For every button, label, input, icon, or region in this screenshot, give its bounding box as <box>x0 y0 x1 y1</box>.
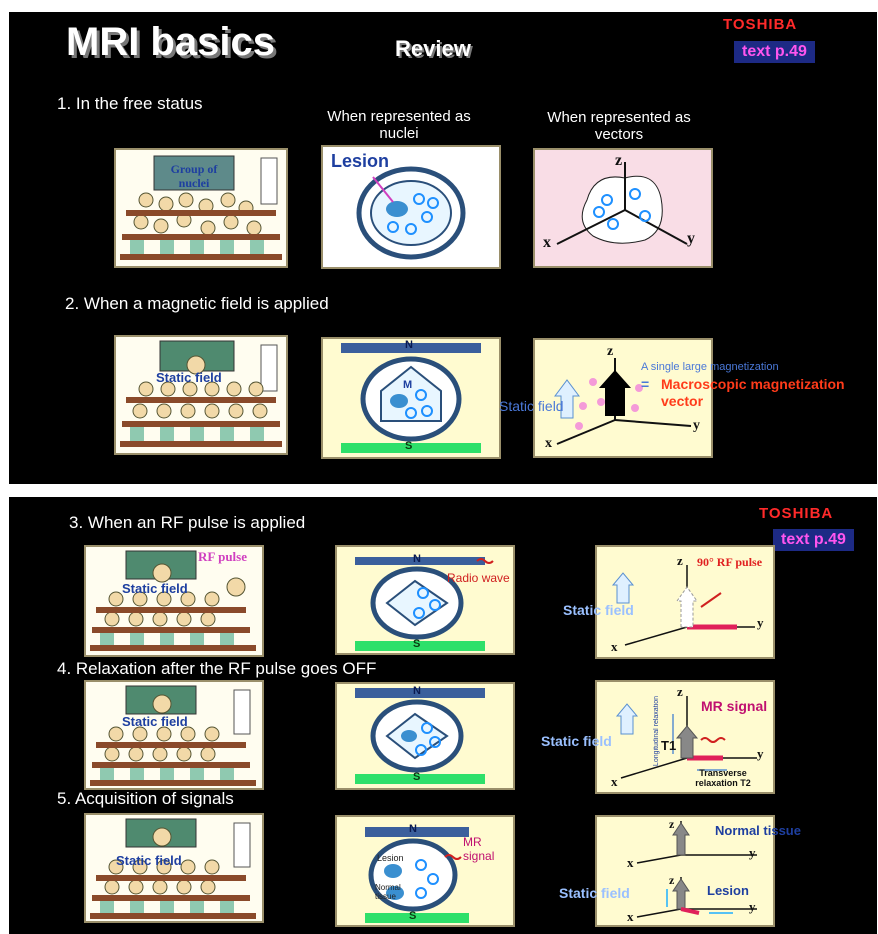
rf-pulse-label: RF pulse <box>198 549 247 564</box>
longitudinal-label: Longitudinal relaxation <box>653 696 660 767</box>
equals-sign: = <box>641 376 650 392</box>
step-2-heading: 2. When a magnetic field is applied <box>65 294 329 313</box>
vectors-free-panel: z x y <box>533 148 713 268</box>
slide-2: TOSHIBA text p.49 3. When an RF pulse is… <box>9 497 877 934</box>
mr-signal-label: MR signal <box>701 698 768 714</box>
x-axis-label: x <box>545 436 552 451</box>
text-reference: text p.49 <box>734 41 815 63</box>
group-of-nuclei-label: Group of nuclei <box>170 162 218 190</box>
nuclei-field-panel: N S M <box>321 337 501 459</box>
m-label: M <box>403 379 413 391</box>
brand-logo: TOSHIBA <box>723 16 798 33</box>
static-field-label: Static field <box>156 370 222 385</box>
x-axis-label: x <box>627 909 634 924</box>
lesion-label: Lesion <box>707 883 749 898</box>
z-axis-label: z <box>677 553 683 568</box>
step-5-heading: 5. Acquisition of signals <box>57 789 234 808</box>
pole-s-label: S <box>405 440 413 452</box>
vector-axes-relax <box>615 696 757 779</box>
transverse-label: Transverse relaxation T2 <box>695 768 751 788</box>
pole-n-label: N <box>405 339 413 351</box>
radio-wave-label: Radio wave <box>447 571 510 585</box>
vectors-field-panel: z x y <box>533 338 713 458</box>
classroom-field-illustration <box>120 340 282 447</box>
x-axis-label: x <box>611 774 618 789</box>
slide-1: MRI basics Review TOSHIBA text p.49 1. I… <box>9 12 877 484</box>
t1-label: T1 <box>661 738 677 753</box>
normal-tissue-label: Normal tissue <box>375 883 401 901</box>
z-axis-label: z <box>677 684 683 699</box>
classroom-field-panel: Static field <box>114 335 288 455</box>
nuclei-relax-panel: N S <box>335 682 515 790</box>
mr-signal-label: MR signal <box>463 835 495 863</box>
column-vectors-heading: When represented as vectors <box>547 109 691 143</box>
pole-n-label: N <box>413 553 421 565</box>
classroom-signal-illustration <box>90 818 256 919</box>
lesion-label: Lesion <box>331 151 390 171</box>
vectors-signal-panel: z x y z x y Lesion <box>595 815 775 927</box>
macroscopic-vector-label: Macroscopic magnetization vector <box>661 376 845 409</box>
nuclei-field-diagram <box>341 343 481 453</box>
classroom-illustration <box>120 155 282 260</box>
vector-axes-signal <box>636 821 757 918</box>
y-axis-label: y <box>693 418 700 433</box>
classroom-rf-illustration <box>90 550 256 651</box>
x-axis-label: x <box>611 639 618 654</box>
x-axis-label: x <box>543 234 551 251</box>
brand-logo: TOSHIBA <box>759 505 834 522</box>
vectors-relax-panel: z x y Longitudinal relaxation T1 MR sign… <box>595 680 775 794</box>
static-field-label: Static field <box>541 733 612 749</box>
y-axis-label: y <box>687 230 695 247</box>
vector-axes-free <box>556 162 688 245</box>
nuclei-rf-panel: N S Radio wave <box>335 545 515 655</box>
classroom-relax-illustration <box>90 685 256 786</box>
single-large-magnetization-label: A single large magnetization <box>641 361 779 373</box>
static-field-label: Static field <box>559 885 630 901</box>
column-nuclei-heading: When represented as nuclei <box>327 108 471 142</box>
vector-axes-rf <box>611 565 755 646</box>
rf90-label: 90° RF pulse <box>697 555 763 569</box>
nuclei-signal-diagram <box>365 827 469 923</box>
nuclei-relax-diagram <box>355 688 485 784</box>
pole-n-label: N <box>409 823 417 835</box>
normal-tissue-label: Normal tissue <box>715 823 801 838</box>
static-field-label: Static field <box>499 398 564 414</box>
step-4-heading: 4. Relaxation after the RF pulse goes OF… <box>57 659 377 678</box>
vectors-rf-panel: z x y 90° RF pulse <box>595 545 775 659</box>
nuclei-rf-diagram <box>355 557 494 651</box>
classroom-relax-panel: Static field <box>84 680 264 790</box>
step-3-heading: 3. When an RF pulse is applied <box>69 513 306 532</box>
z-axis-label: z <box>607 344 614 359</box>
static-field-label: Static field <box>122 581 188 596</box>
lesion-label: Lesion <box>377 853 404 863</box>
static-field-label: Static field <box>122 714 188 729</box>
classroom-rf-panel: RF pulse Static field <box>84 545 264 657</box>
pole-s-label: S <box>409 910 417 922</box>
y-axis-label: y <box>757 615 764 630</box>
x-axis-label: x <box>627 855 634 870</box>
nuclei-free-panel: Lesion <box>321 145 501 269</box>
text-reference: text p.49 <box>773 529 854 551</box>
static-field-label: Static field <box>563 602 634 618</box>
y-axis-label: y <box>757 746 764 761</box>
step-1-heading: 1. In the free status <box>57 94 203 113</box>
z-axis-label: z <box>669 817 675 831</box>
nuclei-diagram <box>356 166 466 260</box>
y-axis-label: y <box>749 845 756 860</box>
z-axis-label: z <box>669 873 675 887</box>
classroom-free-panel: Group of nuclei <box>114 148 288 268</box>
slide-subtitle: Review <box>395 36 471 61</box>
vector-axes-field <box>554 358 692 445</box>
pole-s-label: S <box>413 638 421 650</box>
static-field-label: Static field <box>116 853 182 868</box>
slide-title: MRI basics <box>66 20 275 64</box>
pole-s-label: S <box>413 771 421 783</box>
pole-n-label: N <box>413 685 421 697</box>
classroom-signal-panel: Static field <box>84 813 264 923</box>
z-axis-label: z <box>615 152 623 169</box>
y-axis-label: y <box>749 899 756 914</box>
nuclei-signal-panel: N S MR signal Lesion Normal tissue <box>335 815 515 927</box>
